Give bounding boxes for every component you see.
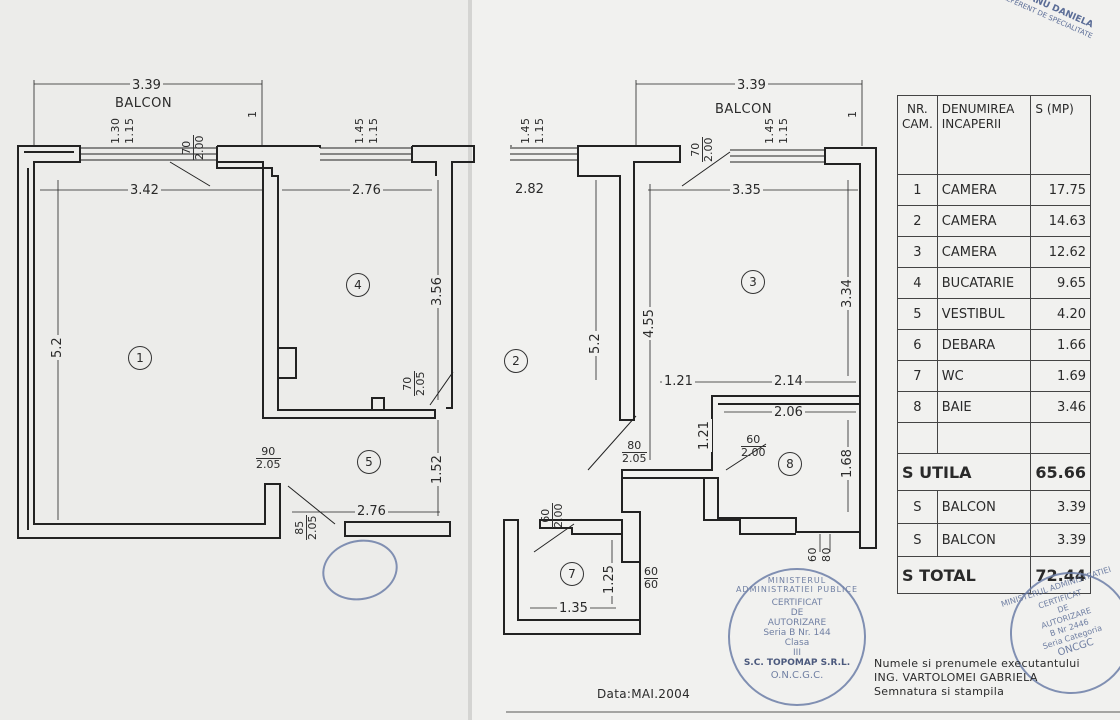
room-number-7: 7 bbox=[560, 562, 584, 586]
dim-top-right: 3.39 bbox=[735, 78, 768, 93]
executant-line: Numele si prenumele executantului bbox=[874, 657, 1080, 670]
dim-206: 2.06 bbox=[772, 405, 805, 420]
dim-125: 1.25 bbox=[602, 563, 617, 596]
plan-sheet-left bbox=[0, 0, 470, 720]
dim-152: 1.52 bbox=[430, 453, 445, 486]
engineer-name: ING. VARTOLOMEI GABRIELA bbox=[874, 671, 1038, 684]
dim-282: 2.82 bbox=[513, 182, 546, 197]
opening-10: 60 bbox=[806, 547, 819, 562]
table-row-balcon-1: S BALCON 3.39 bbox=[897, 490, 1091, 524]
wall-wc bbox=[503, 519, 641, 635]
wall-hall bbox=[539, 478, 641, 563]
header-name: DENUMIREA INCAPERII bbox=[936, 95, 1032, 175]
wall-kitchen-notch bbox=[371, 397, 385, 410]
dim-168: 1.68 bbox=[840, 447, 855, 480]
dim-342: 3.42 bbox=[128, 183, 161, 198]
dim-145c: 1.45 bbox=[763, 117, 776, 145]
wall-partition-2-3 bbox=[577, 145, 681, 421]
dim-334: 3.34 bbox=[840, 277, 855, 310]
wall-vestibul-bottom bbox=[344, 521, 451, 537]
balcon-label-right: BALCON bbox=[715, 102, 773, 117]
dim-276a: 2.76 bbox=[350, 183, 383, 198]
dim-52b: 5.2 bbox=[588, 331, 603, 356]
wall-kitchen-nook bbox=[278, 347, 297, 379]
dim-276b: 2.76 bbox=[355, 504, 388, 519]
room-number-1: 1 bbox=[128, 346, 152, 370]
cert-bottom: O.N.C.G.C. bbox=[770, 670, 824, 681]
wall-left-outer bbox=[17, 145, 281, 539]
dim-115c: 1.15 bbox=[533, 117, 546, 145]
table-row-empty bbox=[897, 422, 1091, 454]
room-number-5: 5 bbox=[357, 450, 381, 474]
wall-kitchen bbox=[216, 145, 436, 419]
dim-121h: 1.21 bbox=[662, 374, 695, 389]
header-nr: NR. CAM. bbox=[897, 95, 938, 175]
dim-356: 3.56 bbox=[430, 275, 445, 308]
wall-left-inner bbox=[24, 151, 74, 530]
cert-lines: CERTIFICAT DE AUTORIZARE Seria B Nr. 144… bbox=[763, 598, 831, 658]
dim-115a: 1.15 bbox=[123, 117, 136, 145]
wall-room3-right bbox=[824, 147, 877, 549]
dim-145b: 1.45 bbox=[519, 117, 532, 145]
table-header: NR. CAM. DENUMIREA INCAPERII S (MP) bbox=[897, 95, 1091, 175]
cert-ring-text: MINISTERUL ADMINISTRATIEI PUBLICE bbox=[735, 576, 859, 594]
page-fold bbox=[468, 0, 472, 720]
dim-115b: 1.15 bbox=[367, 117, 380, 145]
room-number-3: 3 bbox=[741, 270, 765, 294]
table-row-total: S TOTAL 72.44 bbox=[896, 556, 1091, 594]
signature-line: Semnatura si stampila bbox=[874, 685, 1005, 698]
date-label: Data:MAI.2004 bbox=[597, 687, 691, 701]
table-row-utila: S UTILA 65.66 bbox=[896, 453, 1091, 491]
dim-335: 3.35 bbox=[730, 183, 763, 198]
dim-455: 4.55 bbox=[642, 307, 657, 340]
room-number-2: 2 bbox=[504, 349, 528, 373]
dim-135: 1.35 bbox=[557, 601, 590, 616]
tick-1a: 1 bbox=[246, 110, 259, 119]
wall-wc-right bbox=[622, 561, 641, 620]
header-s: S (MP) bbox=[1030, 95, 1091, 175]
dim-121v: 1.21 bbox=[697, 419, 712, 452]
dim-214: 2.14 bbox=[772, 374, 805, 389]
wall-bath bbox=[621, 395, 861, 535]
dim-145a: 1.45 bbox=[353, 117, 366, 145]
balcon-label-left: BALCON bbox=[115, 96, 173, 111]
dim-115d: 1.15 bbox=[777, 117, 790, 145]
room-number-8: 8 bbox=[778, 452, 802, 476]
room-number-4: 4 bbox=[346, 273, 370, 297]
dim-top-left: 3.39 bbox=[130, 78, 163, 93]
table-row-balcon-2: S BALCON 3.39 bbox=[897, 523, 1091, 557]
certificate-stamp: MINISTERUL ADMINISTRATIEI PUBLICE CERTIF… bbox=[728, 568, 866, 706]
tick-1b: 1 bbox=[846, 110, 859, 119]
opening-11: 80 bbox=[820, 547, 833, 562]
cert-company: S.C. TOPOMAP S.R.L. bbox=[743, 658, 851, 668]
dim-52a: 5.2 bbox=[50, 335, 65, 360]
dim-130: 1.30 bbox=[109, 117, 122, 145]
